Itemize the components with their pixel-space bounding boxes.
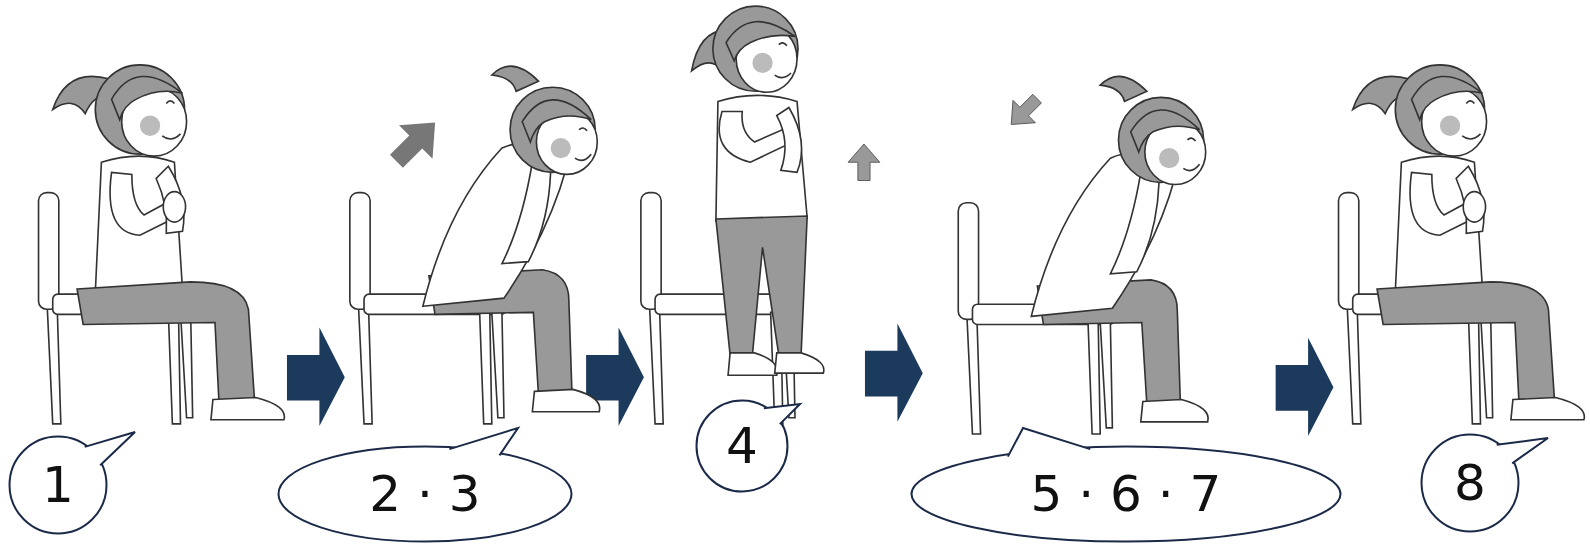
speech-bubble: 1 bbox=[8, 435, 108, 535]
step-number: 1 bbox=[42, 460, 74, 510]
leaning-figure bbox=[350, 66, 600, 424]
speech-bubble: 4 bbox=[695, 399, 789, 493]
lowering-figure bbox=[958, 76, 1208, 434]
speech-bubble: 8 bbox=[1420, 433, 1520, 533]
speech-bubble: 5 · 6 · 7 bbox=[910, 445, 1342, 543]
seated-figure bbox=[1339, 65, 1585, 424]
seated-figure bbox=[39, 65, 285, 424]
speech-bubble: 2 · 3 bbox=[277, 445, 573, 543]
step-number: 5 · 6 · 7 bbox=[1031, 469, 1222, 519]
step-number: 8 bbox=[1454, 458, 1486, 508]
standing-figure bbox=[641, 6, 880, 424]
step-number: 4 bbox=[726, 421, 758, 471]
step-number: 2 · 3 bbox=[369, 469, 480, 519]
